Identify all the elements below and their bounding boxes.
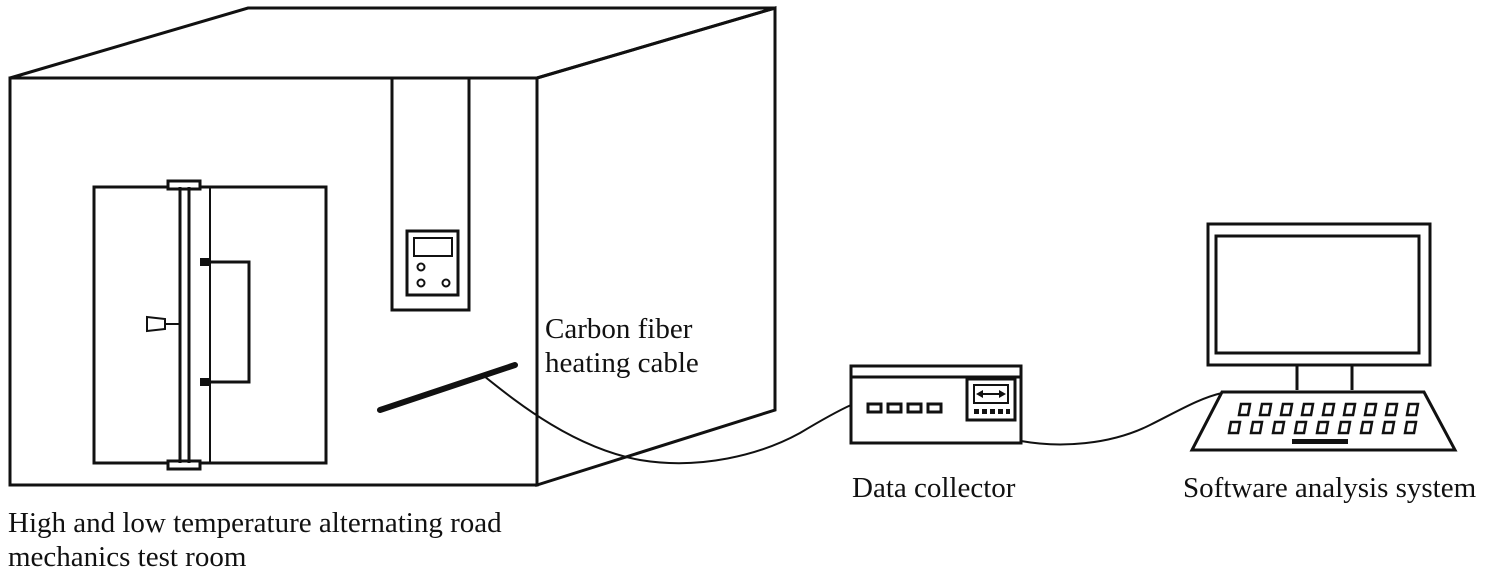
control-knob-2: [416, 278, 426, 288]
keyboard-key: [1359, 420, 1374, 435]
keyboard-key: [1405, 402, 1420, 417]
keyboard-key: [1337, 420, 1352, 435]
arrow-left-head: [976, 390, 983, 398]
test-room: [8, 5, 777, 488]
keyboard-key: [1258, 402, 1273, 417]
heating-cable-label-line-1: Carbon fiber: [545, 313, 693, 345]
control-knob-1: [416, 262, 426, 272]
indicator-2: [982, 409, 987, 414]
door-hinge-top: [166, 179, 202, 191]
heating-cable-label-line-2: heating cable: [545, 347, 699, 379]
monitor-frame: [1206, 222, 1432, 367]
data-collector-ports: [866, 402, 943, 414]
test-room-side-face: [535, 5, 777, 488]
keyboard-key: [1363, 402, 1378, 417]
keyboard-spacebar: [1292, 439, 1348, 444]
monitor-screen: [1214, 234, 1421, 355]
data-collector-body: [849, 375, 1023, 445]
keyboard-key: [1249, 420, 1264, 435]
data-collector-display-panel: [965, 377, 1017, 422]
keyboard-key: [1300, 402, 1315, 417]
keyboard-key: [1403, 420, 1418, 435]
keyboard-key: [1321, 402, 1336, 417]
door-latch: [146, 315, 166, 333]
keyboard-keys: [1227, 402, 1420, 444]
keyboard-key: [1237, 402, 1252, 417]
test-room-label-line-1: High and low temperature alternating roa…: [8, 507, 502, 539]
arrow-right-head: [999, 390, 1006, 398]
data-collector-label: Data collector: [852, 472, 1016, 504]
control-display: [413, 237, 453, 257]
keyboard: [1189, 390, 1458, 452]
indicator-3: [990, 409, 995, 414]
port-4: [926, 402, 943, 414]
keyboard-key: [1227, 420, 1242, 435]
keyboard-key: [1315, 420, 1330, 435]
port-2: [886, 402, 903, 414]
test-room-label-line-2: mechanics test room: [8, 541, 247, 573]
port-3: [906, 402, 923, 414]
data-collector-buttons: [974, 409, 1010, 414]
wire-collector-to-computer: [1020, 392, 1223, 446]
control-unit: [405, 229, 460, 297]
door-hinge-bottom: [166, 459, 202, 471]
keyboard-key: [1381, 420, 1396, 435]
keyboard-key: [1271, 420, 1286, 435]
control-knob-3: [441, 278, 451, 288]
keyboard-key: [1342, 402, 1357, 417]
software-analysis-system: [1189, 222, 1458, 452]
door-handle-mount-bottom: [200, 378, 209, 386]
heating-cable-label: Carbon fiber heating cable: [545, 312, 699, 380]
keyboard-key: [1384, 402, 1399, 417]
door-handle-mount-top: [200, 258, 209, 266]
door-handle: [202, 260, 251, 384]
data-collector: [849, 364, 1023, 445]
indicator-1: [974, 409, 979, 414]
keyboard-key: [1293, 420, 1308, 435]
test-room-label: High and low temperature alternating roa…: [8, 506, 502, 574]
indicator-5: [1006, 409, 1010, 414]
port-1: [866, 402, 883, 414]
software-system-label: Software analysis system: [1183, 472, 1477, 504]
wire-cable-to-collector: [483, 375, 852, 465]
keyboard-key: [1279, 402, 1294, 417]
carbon-fiber-heating-cable: [377, 362, 518, 413]
data-collector-screen: [973, 384, 1009, 404]
data-collector-top: [849, 364, 1023, 379]
control-panel: [390, 76, 471, 312]
indicator-4: [998, 409, 1003, 414]
